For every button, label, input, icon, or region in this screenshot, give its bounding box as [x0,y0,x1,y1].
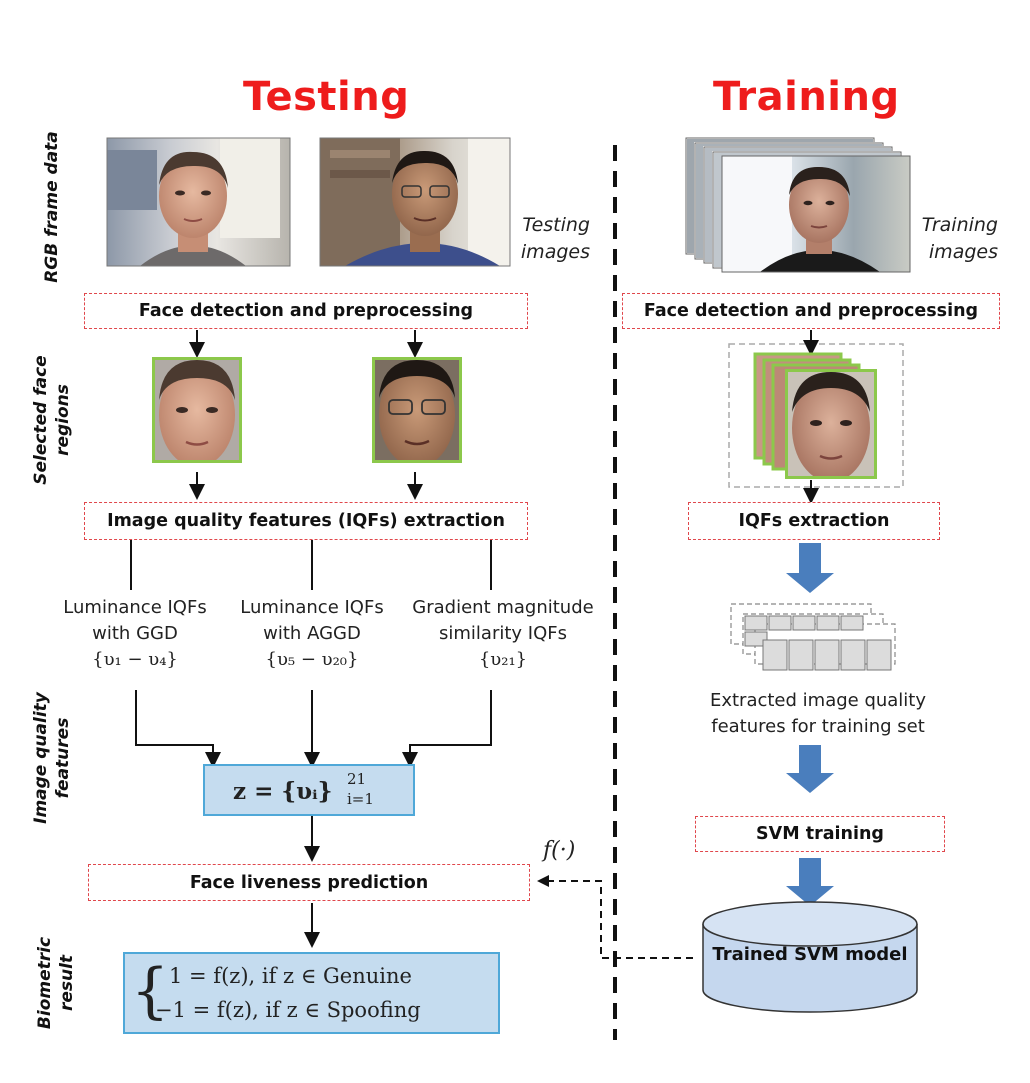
svm-model-label: Trained SVM model [712,944,908,965]
training-photo-stack [685,137,911,273]
feature-matrix-stack [730,603,896,671]
training-face-crop-stack [753,352,877,479]
feature-vector-sub: i=1 [347,790,374,808]
f-function-label: f(·) [543,838,576,863]
feature-vector-box: z = {υᵢ} 21 i=1 [203,764,415,816]
liveness-prediction-box: Face liveness prediction [88,864,530,901]
feature-vector-sup: 21 [347,770,367,788]
blue-arrow-1 [786,543,834,593]
testing-face-crop-2 [375,360,459,460]
training-title: Training [713,74,900,120]
feature-label-ggd: Luminance IQFs with GGD {υ₁ − υ₄} [63,597,207,670]
result-brace: { [131,956,170,1026]
testing-photo-1 [107,138,290,266]
svm-training-box: SVM training [695,816,945,852]
iqf-extraction-box-training: IQFs extraction [688,502,940,540]
feature-vector-formula: z = {υᵢ} [233,778,333,805]
blue-arrow-3 [786,858,834,906]
face-detection-box-testing: Face detection and preprocessing [84,293,528,329]
iqf-extraction-box-testing: Image quality features (IQFs) extraction [84,502,528,540]
testing-face-crop-1 [155,360,239,460]
blue-arrow-2 [786,745,834,793]
svm-model-cylinder [702,901,918,1013]
result-genuine: 1 = f(z), if z ∈ Genuine [169,964,412,988]
testing-title: Testing [243,74,410,120]
biometric-result-box: { 1 = f(z), if z ∈ Genuine −1 = f(z), if… [123,952,500,1034]
training-crop-group-box [728,343,904,488]
extracted-features-caption: Extracted image quality features for tra… [709,690,927,737]
feature-label-gradient: Gradient magnitude similarity IQFs {υ₂₁} [412,597,594,670]
feature-label-aggd: Luminance IQFs with AGGD {υ₅ − υ₂₀} [240,597,384,670]
face-detection-box-training: Face detection and preprocessing [622,293,1000,329]
result-spoofing: −1 = f(z), if z ∈ Spoofing [155,998,421,1022]
testing-photo-2 [320,138,510,266]
